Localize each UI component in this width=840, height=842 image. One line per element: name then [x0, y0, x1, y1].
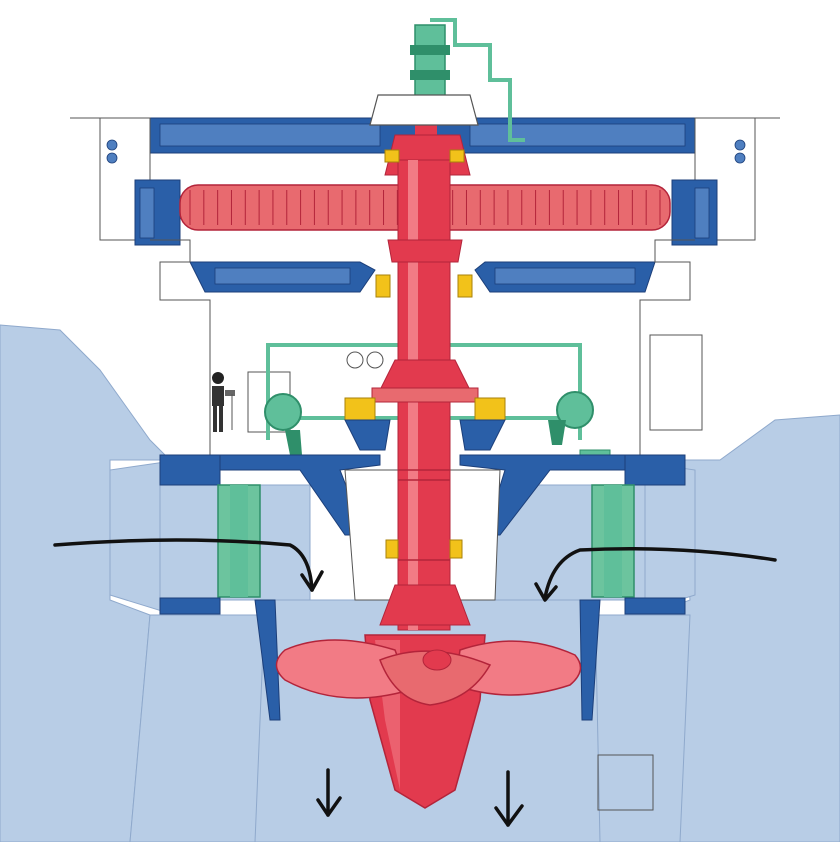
exciter-cap	[410, 70, 450, 80]
guide-bearing-upper-right	[457, 274, 473, 298]
exciter-pipe	[430, 18, 525, 142]
bearings	[344, 149, 506, 559]
stay-ring-left	[159, 454, 221, 486]
flow-arrow-icon	[494, 804, 524, 827]
vent-hole	[106, 139, 118, 151]
upper-bracket-inner-r	[469, 123, 686, 147]
thrust-housing	[369, 94, 479, 126]
shaft-coupling-flange	[379, 359, 471, 391]
discharge-ring-right	[579, 599, 601, 721]
vent-hole	[734, 139, 746, 151]
stator-right-inner	[694, 187, 710, 239]
main-shaft	[369, 94, 479, 631]
runner-blade-left	[275, 639, 411, 699]
left-concrete-mass	[0, 324, 172, 842]
turbine-bearing-left	[385, 539, 399, 559]
equipment-box-right	[649, 334, 703, 431]
servo-motor-left	[264, 393, 302, 431]
turbine-bearing-right	[449, 539, 463, 559]
combined-bearing-left	[344, 397, 376, 421]
flow-arrow-icon	[534, 582, 558, 602]
thrust-bearing-left	[384, 149, 400, 163]
lower-bracket-strip-right	[494, 267, 636, 285]
operator-figure-icon	[212, 372, 235, 432]
kaplan-runner	[275, 634, 582, 809]
bottom-ring-right	[624, 597, 686, 615]
right-concrete-mass	[649, 414, 840, 842]
runner-blade-front	[379, 650, 492, 706]
combined-bearing-right	[474, 397, 506, 421]
flow-annotations	[53, 538, 777, 827]
spiral-casing-left	[109, 461, 166, 613]
shaft-coupling-upper	[387, 239, 463, 263]
bottom-ring-left	[159, 597, 221, 615]
guide-bearing-upper-left	[375, 274, 391, 298]
runner-blade-right	[454, 640, 582, 696]
flow-arrow-icon	[543, 547, 777, 600]
thrust-bearing-right	[449, 149, 465, 163]
flow-arrow-icon	[300, 570, 324, 592]
stator-left-inner	[139, 187, 155, 239]
flow-arrow-icon	[53, 538, 314, 592]
stator-right	[671, 179, 718, 246]
servo-arm-right	[548, 420, 566, 445]
vent-hole	[734, 152, 746, 164]
vane-strip	[604, 485, 622, 597]
equipment-box-lower-right	[597, 754, 654, 811]
bearing-support-left	[344, 419, 391, 451]
housing-outline-right	[639, 239, 695, 460]
vent-hole	[106, 152, 118, 164]
servo-arm-left	[285, 430, 302, 455]
discharge-ring-left	[254, 599, 281, 721]
gauge-icon	[366, 351, 384, 369]
exciter-unit	[414, 24, 446, 101]
blade-trunnion	[422, 649, 452, 671]
shaft-coupling-disc	[371, 387, 479, 403]
upper-bracket-inner	[159, 123, 381, 147]
gauge-icon	[346, 351, 364, 369]
shaft-lower-flange	[379, 584, 471, 626]
stay-ring-right	[624, 454, 686, 486]
lower-bracket-strip-left	[214, 267, 351, 285]
servo-motor-right	[556, 391, 594, 429]
housing-outline-left	[150, 239, 211, 460]
flow-arrow-icon	[316, 796, 342, 817]
exciter-cap	[410, 45, 450, 55]
bearing-support-right	[459, 419, 506, 451]
